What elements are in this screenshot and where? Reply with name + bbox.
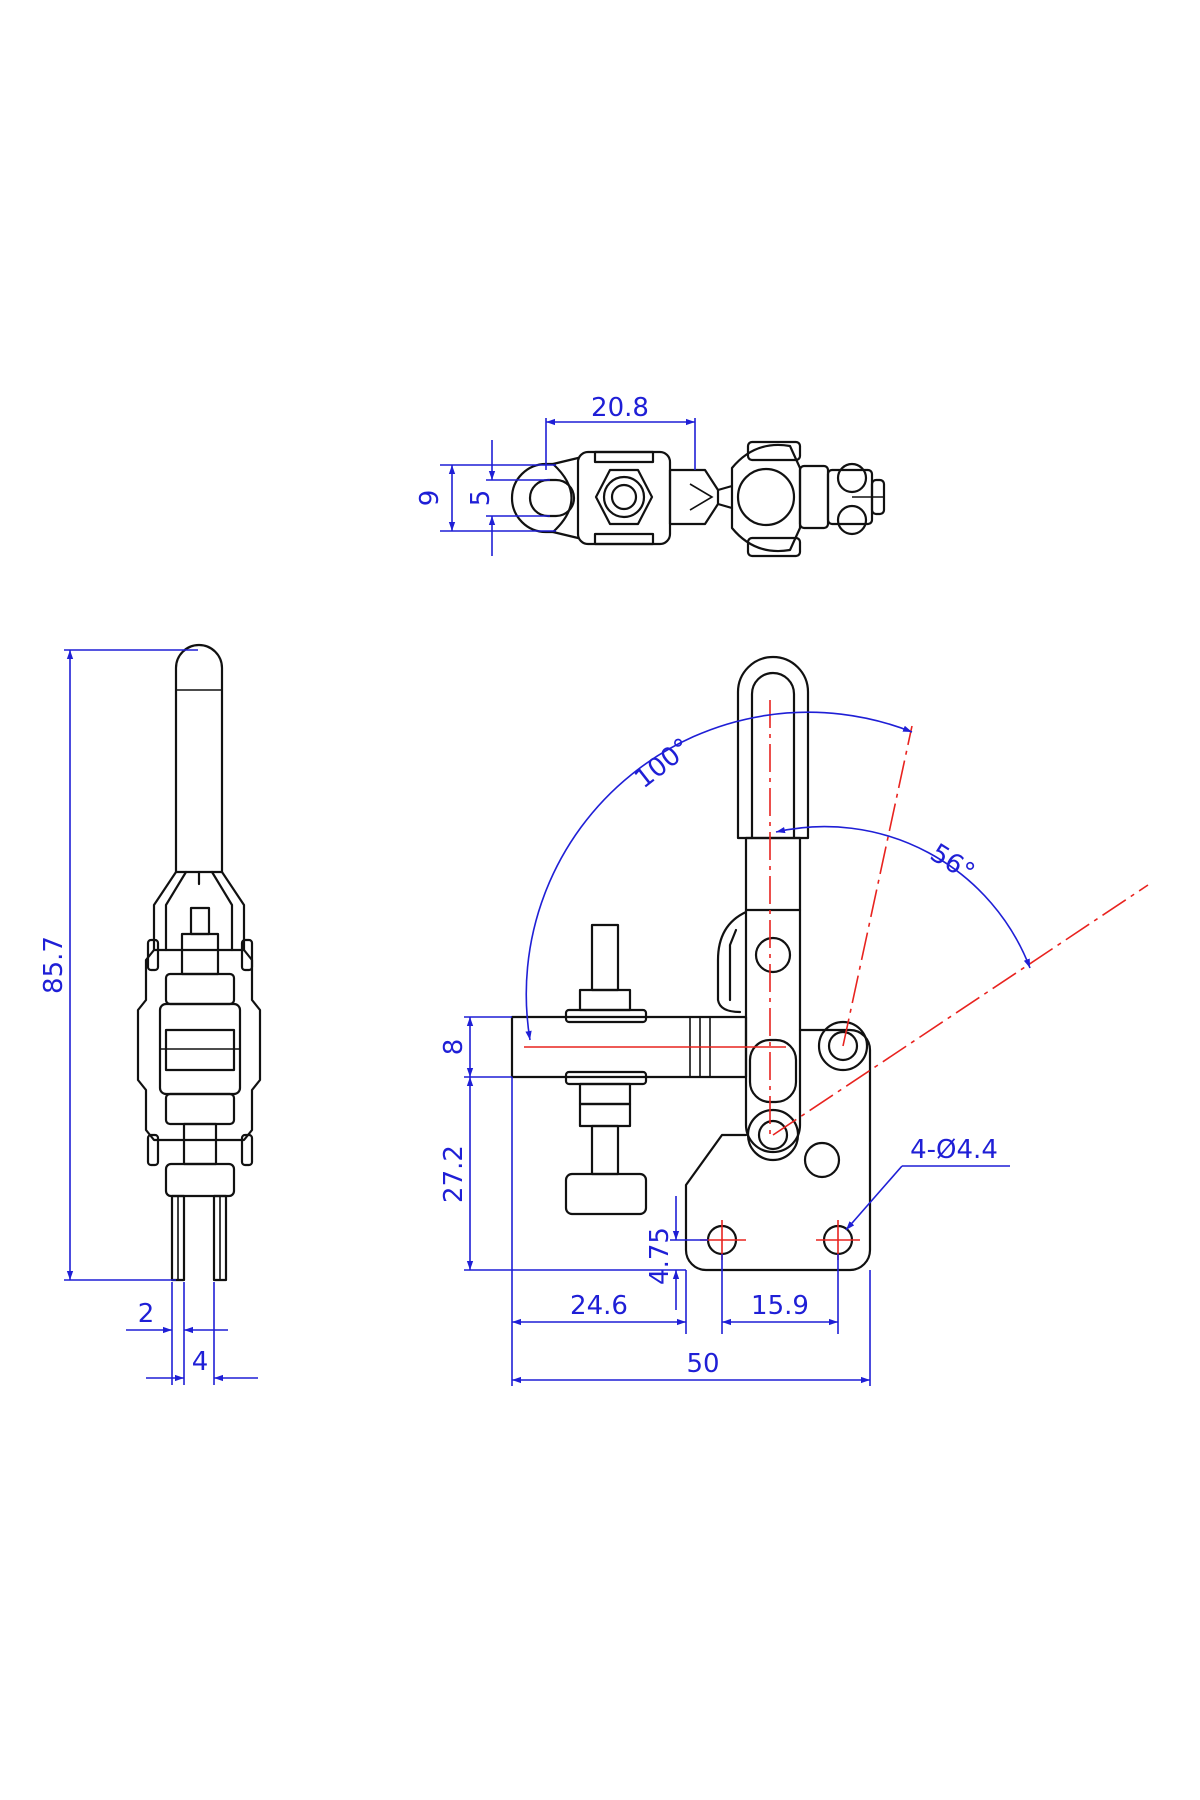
dim-angle-handle: 56° bbox=[925, 838, 980, 888]
dim-top-slot-spacing: 20.8 bbox=[591, 393, 649, 423]
dim-bar-height: 8 bbox=[439, 1039, 469, 1056]
top-view-body bbox=[510, 440, 886, 558]
dim-overall-height: 85.7 bbox=[39, 936, 69, 994]
dim-hole-callout: 4-Ø4.4 bbox=[910, 1135, 998, 1165]
front-view-dimensions: 100° 56° 8 27.2 4.75 bbox=[439, 711, 1031, 1386]
dim-top-width-9: 9 bbox=[415, 490, 445, 507]
dim-side-2: 2 bbox=[138, 1299, 155, 1329]
top-view-dimensions: 20.8 9 5 bbox=[415, 393, 696, 556]
dim-overall-length: 50 bbox=[686, 1349, 719, 1379]
dim-top-width-5: 5 bbox=[466, 490, 496, 507]
top-view: 20.8 9 5 bbox=[415, 393, 886, 558]
dim-hole-spacing: 15.9 bbox=[751, 1291, 809, 1321]
side-view-dimensions: 85.7 2 4 bbox=[39, 649, 258, 1385]
dim-side-4: 4 bbox=[192, 1347, 209, 1377]
dim-angle-open: 100° bbox=[629, 733, 697, 795]
side-view: 85.7 2 4 bbox=[39, 643, 262, 1385]
dim-base-height: 27.2 bbox=[439, 1145, 469, 1203]
side-view-body bbox=[136, 643, 262, 1282]
dim-hole-offset: 4.75 bbox=[645, 1227, 675, 1285]
dim-reach: 24.6 bbox=[570, 1291, 628, 1321]
front-view: 100° 56° 8 27.2 4.75 bbox=[439, 655, 1149, 1386]
